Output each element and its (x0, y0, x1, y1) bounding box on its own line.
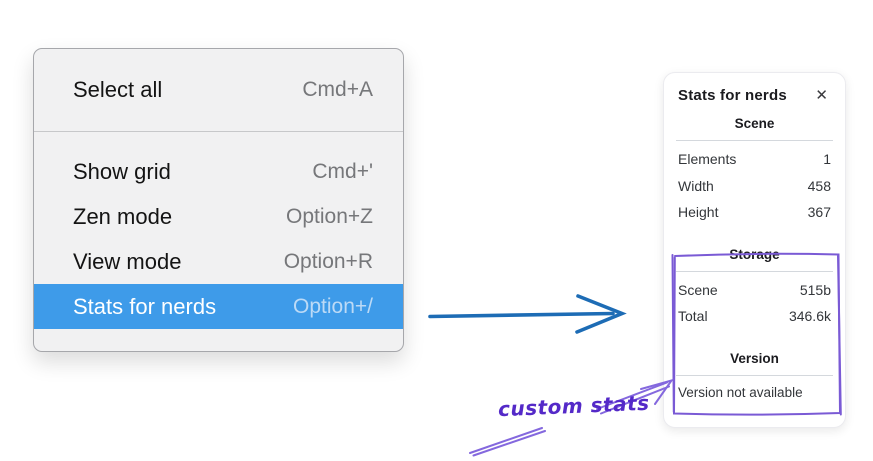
stats-panel-title: Stats for nerds (678, 87, 787, 104)
menu-divider (34, 131, 403, 132)
menu-item-shortcut: Cmd+' (312, 159, 373, 183)
stat-value: 458 (807, 177, 831, 194)
menu-item-shortcut: Option+R (283, 249, 373, 273)
stat-value: 1 (823, 151, 831, 167)
menu-item-label: Select all (73, 77, 163, 102)
context-menu: Select all Cmd+A Show grid Cmd+' Zen mod… (33, 48, 404, 352)
menu-item-label: Stats for nerds (73, 293, 217, 319)
stat-value: 515b (799, 281, 831, 298)
stat-row-height: Height 367 (678, 199, 831, 226)
menu-item-label: Zen mode (73, 203, 173, 229)
menu-item-label: Show grid (73, 158, 171, 184)
custom-stats-label: custom stats (497, 390, 650, 422)
menu-item-show-grid[interactable]: Show grid Cmd+' (34, 149, 403, 194)
scene-stats: Elements 1 Width 458 Height 367 (678, 146, 831, 226)
stat-value: 367 (807, 204, 831, 220)
storage-stats: Scene 515b Total 346.6k (678, 277, 831, 330)
version-note: Version not available (678, 384, 803, 400)
close-icon[interactable]: ✕ (812, 86, 831, 105)
menu-item-select-all[interactable]: Select all Cmd+A (34, 68, 403, 112)
stat-label: Scene (678, 281, 718, 298)
menu-item-shortcut: Cmd+A (302, 78, 373, 101)
stats-panel: Stats for nerds ✕ Scene Elements 1 Width… (663, 72, 846, 428)
section-header-version: Version (730, 350, 779, 366)
stat-label: Width (678, 177, 714, 194)
section-rule (676, 270, 833, 272)
stats-panel-header: Stats for nerds ✕ (678, 86, 831, 105)
section-header-scene: Scene (734, 116, 775, 131)
custom-stats-arrow (469, 378, 674, 457)
menu-item-shortcut: Option+Z (286, 204, 373, 228)
menu-item-stats-for-nerds[interactable]: Stats for nerds Option+/ (34, 284, 403, 329)
stat-value: 346.6k (788, 308, 831, 324)
stat-label: Total (678, 308, 708, 324)
stat-row-width: Width 458 (678, 173, 831, 200)
stat-label: Height (678, 204, 719, 220)
menu-group-bottom: Show grid Cmd+' Zen mode Option+Z View m… (34, 132, 403, 348)
stat-label: Elements (678, 151, 737, 167)
menu-item-shortcut: Option+/ (293, 294, 373, 318)
menu-group-top: Select all Cmd+A (34, 49, 403, 131)
stat-row-elements: Elements 1 (678, 146, 831, 173)
menu-item-zen-mode[interactable]: Zen mode Option+Z (34, 194, 403, 239)
section-header-storage: Storage (729, 246, 780, 262)
flow-arrow (428, 294, 627, 334)
stat-row-total-storage: Total 346.6k (678, 303, 831, 330)
section-rule (676, 374, 833, 376)
menu-item-view-mode[interactable]: View mode Option+R (34, 239, 403, 284)
section-rule (676, 140, 833, 141)
menu-item-label: View mode (73, 248, 182, 274)
stat-row-scene-storage: Scene 515b (678, 277, 831, 304)
